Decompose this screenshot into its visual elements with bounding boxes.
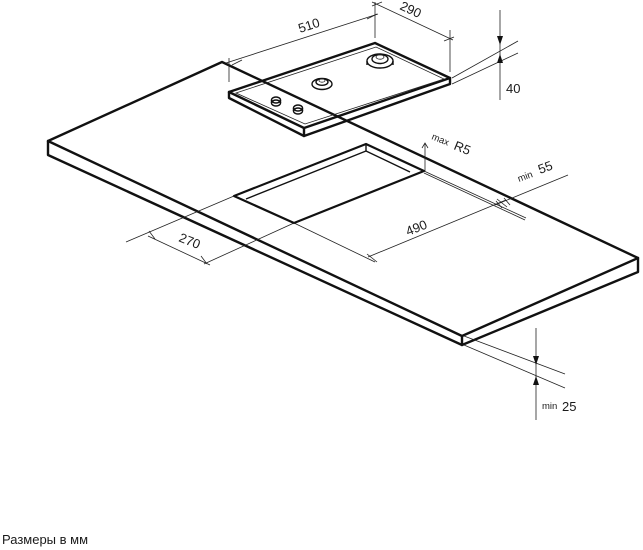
dimension-hob-width [225,2,379,82]
corner-radius-prefix: max [430,132,451,149]
min-edge-distance-label: 55 [536,158,555,177]
gas-hob [227,41,452,138]
hob-height-label: 40 [506,81,520,96]
hob-width-label: 510 [296,15,321,36]
dimension-min-edge-distance [423,172,569,221]
dimension-corner-radius [421,142,429,171]
dimension-cutout-width [293,170,527,263]
countertop [46,60,640,347]
min-edge-distance-prefix: min [516,169,534,185]
min-thickness-label: 25 [562,399,576,414]
dimension-cutout-depth [125,195,295,266]
cutout-depth-label: 270 [177,230,203,252]
control-knob-icon [270,96,282,107]
dimension-hob-depth [371,1,455,72]
cutout [232,142,426,225]
control-knob-icon [292,104,304,115]
min-thickness-prefix: min [542,401,557,412]
hob-depth-label: 290 [398,0,424,21]
dimension-hob-height [451,10,519,100]
dimension-min-thickness [463,328,566,420]
medium-burner-icon [311,77,333,91]
units-caption: Размеры в мм [2,532,89,547]
cutout-width-label: 490 [404,217,430,239]
corner-radius-label: R5 [452,138,473,158]
large-burner-icon [366,53,394,69]
